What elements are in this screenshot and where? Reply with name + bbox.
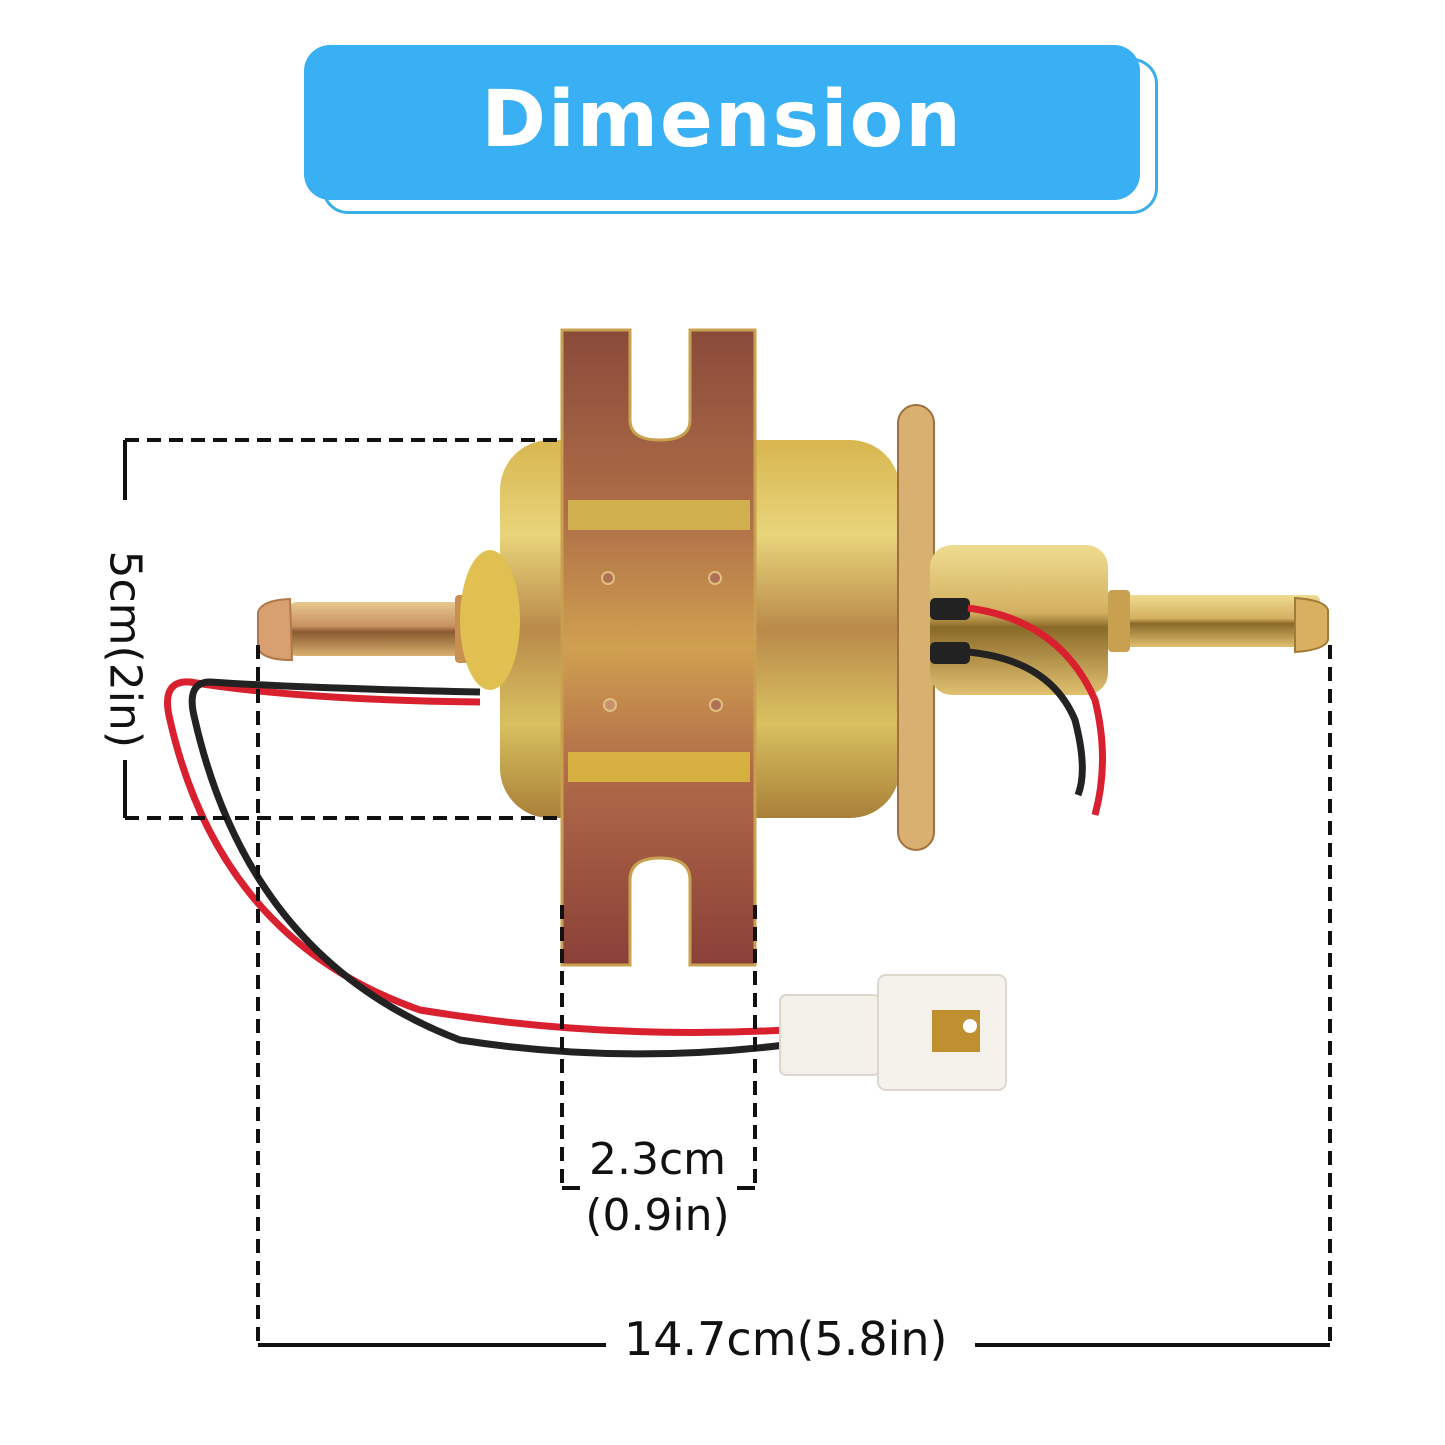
length-dimension-lines xyxy=(256,645,1332,1347)
dimension-banner: Dimension xyxy=(304,45,1140,200)
outlet-pipe xyxy=(930,545,1329,695)
tab-width-in: (0.9in) xyxy=(585,1190,730,1241)
height-dimension-label: 5cm(2in) xyxy=(99,550,151,748)
right-wires xyxy=(930,598,1106,816)
tab-width-cm: 2.3cm xyxy=(588,1134,727,1185)
length-dimension-label: 14.7cm(5.8in) xyxy=(612,1312,960,1366)
inlet-pipe xyxy=(257,595,473,663)
wire-connector xyxy=(779,974,1007,1091)
height-dimension-lines xyxy=(123,438,560,820)
tab-width-dimension-lines xyxy=(560,905,757,1190)
banner-title: Dimension xyxy=(481,74,963,165)
tab-width-dimension-label: 2.3cm (0.9in) xyxy=(570,1132,745,1244)
left-wires xyxy=(164,678,786,1058)
mounting-bracket xyxy=(560,328,757,967)
